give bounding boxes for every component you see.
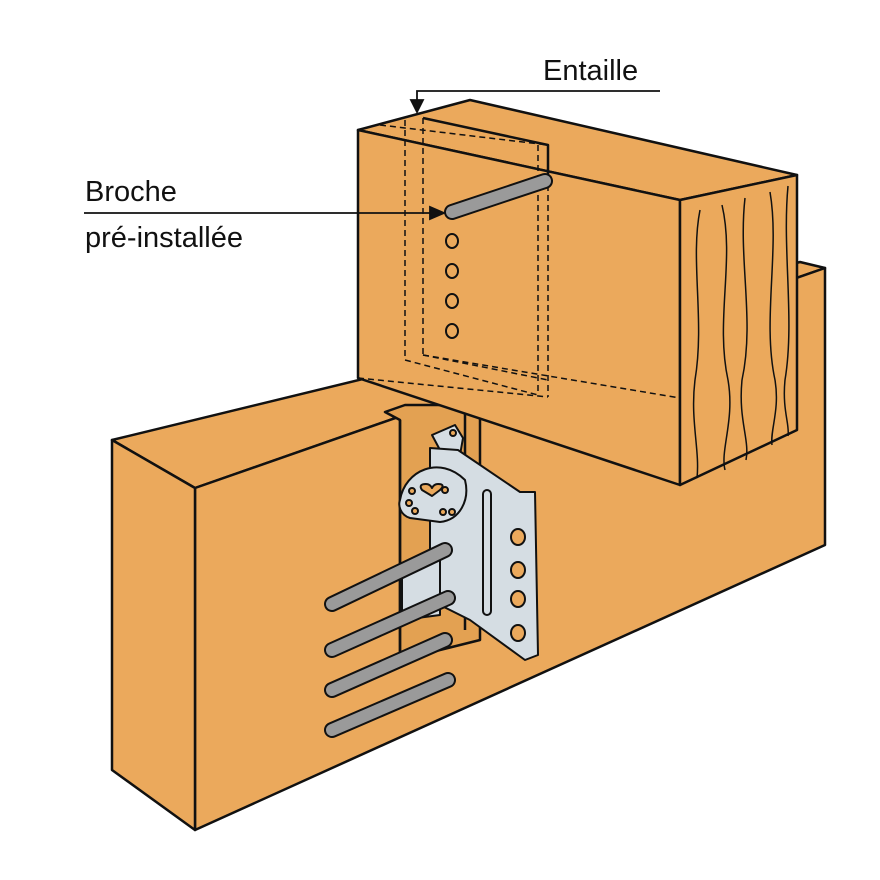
header-end-face <box>110 438 197 832</box>
hidden-notch-lines <box>357 118 681 399</box>
preinstalled-pin <box>444 173 553 220</box>
pin-label-line2: pré-installée <box>85 222 243 254</box>
pin <box>324 590 456 658</box>
steel-hanger-bracket <box>398 424 539 661</box>
pin-label-line1: Broche <box>85 176 177 208</box>
pin <box>324 672 456 738</box>
joist-holes <box>445 233 459 339</box>
joist-end-face <box>678 173 799 487</box>
wood-grain <box>692 185 790 479</box>
pin <box>324 542 453 612</box>
leader-lines <box>84 90 660 221</box>
notch-label: Entaille <box>543 55 639 87</box>
header-pins <box>324 542 456 738</box>
pin <box>324 632 453 698</box>
